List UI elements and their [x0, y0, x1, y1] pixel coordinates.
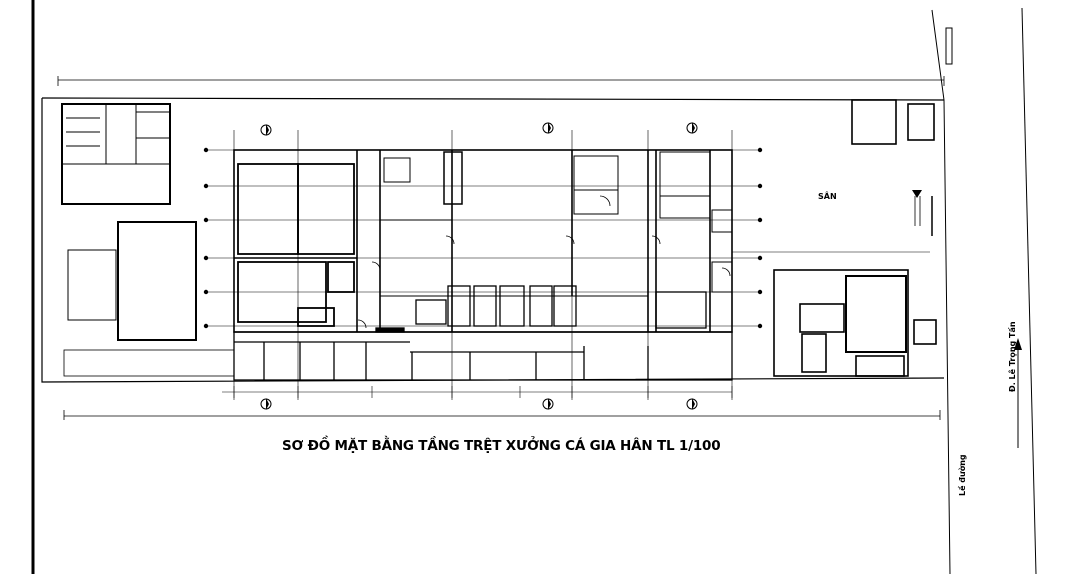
grid-axes: [206, 130, 760, 400]
street-label: Đ. Lê Trọng Tấn: [1008, 321, 1017, 392]
main-building: [233, 149, 733, 333]
top-left-wing: [61, 103, 171, 205]
site-boundary: [41, 98, 945, 383]
door-swings: [357, 195, 731, 329]
bottom-dimension: [63, 410, 941, 420]
top-dimension: [57, 76, 945, 86]
internal-partitions: [380, 151, 733, 297]
direction-arrow: [1014, 338, 1022, 448]
street-marker: [945, 27, 953, 65]
lower-strip: [233, 327, 733, 381]
dimension-chain: [222, 386, 733, 398]
yard-label: SÂN: [818, 192, 837, 201]
right-buildings: [732, 99, 937, 377]
left-storage: [63, 221, 235, 377]
axis-bullets: [203, 147, 763, 329]
section-marker-fills: [266, 122, 695, 410]
road-edge-label: Lề đường: [958, 454, 967, 496]
site-boundary-top: [41, 97, 945, 101]
street-lines: [931, 7, 1037, 574]
cold-rooms: [237, 163, 355, 327]
drawing-title: SƠ ĐỒ MẶT BẰNG TẦNG TRỆT XƯỞNG CÁ GIA HÂ…: [282, 438, 721, 454]
